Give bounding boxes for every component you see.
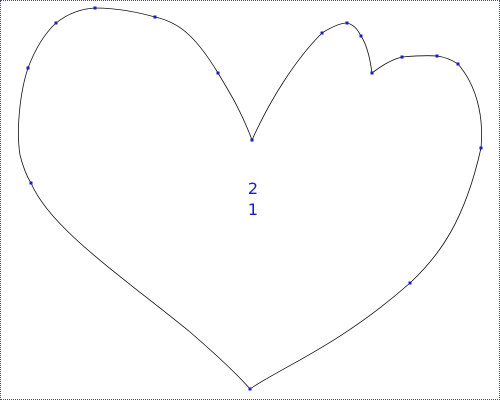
label-two: 2 [248, 179, 258, 198]
control-point[interactable] [435, 54, 439, 58]
control-point[interactable] [248, 387, 252, 391]
control-point[interactable] [359, 34, 363, 38]
control-point[interactable] [54, 21, 58, 25]
control-point[interactable] [408, 281, 412, 285]
control-point[interactable] [456, 62, 460, 66]
control-point[interactable] [320, 31, 324, 35]
control-point[interactable] [216, 71, 220, 75]
control-point[interactable] [250, 138, 254, 142]
control-point[interactable] [153, 15, 157, 19]
control-point[interactable] [479, 146, 483, 150]
control-points [26, 6, 483, 391]
label-one: 1 [248, 200, 258, 219]
heart-curve [18, 7, 482, 390]
control-point[interactable] [400, 55, 404, 59]
control-point[interactable] [93, 6, 97, 10]
control-point[interactable] [29, 181, 33, 185]
control-point[interactable] [26, 66, 30, 70]
control-point[interactable] [370, 71, 374, 75]
control-point[interactable] [345, 21, 349, 25]
